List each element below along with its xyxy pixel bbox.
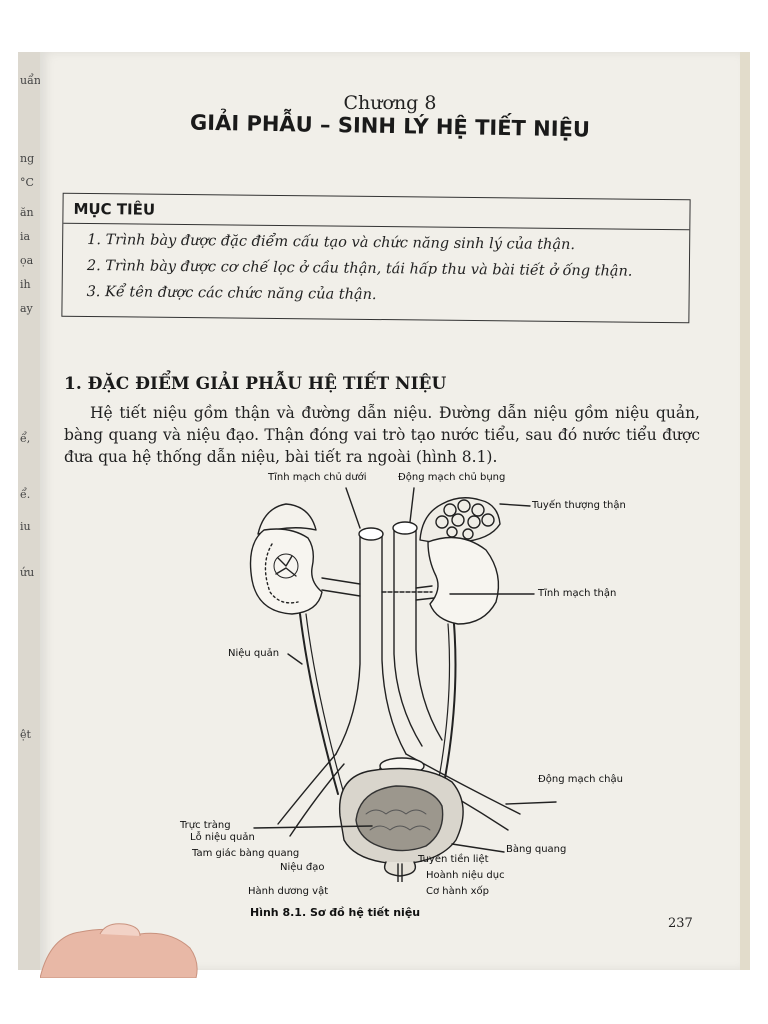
label-prostate: Tuyến tiền liệt — [418, 854, 489, 865]
thumb-icon — [40, 923, 198, 978]
left-page-fragment: ăn — [20, 206, 34, 219]
book-page: Chương 8 GIẢI PHẪU – SINH LÝ HỆ TIẾT NIỆ… — [40, 52, 740, 970]
objective-item: 1. Trình bày được đặc điểm cấu tạo và ch… — [87, 231, 576, 254]
label-penile-bulb: Hành dương vật — [248, 886, 329, 897]
label-renal-vein: Tĩnh mạch thận — [538, 588, 617, 599]
left-page-fragment: ọa — [20, 254, 34, 267]
urinary-system-figure: Tĩnh mạch chủ dưới Động mạch chủ bụng Tu… — [160, 464, 630, 883]
chapter-number: Chương 8 — [343, 92, 437, 114]
objectives-box: MỤC TIÊU 1. Trình bày được đặc điểm cấu … — [61, 192, 691, 324]
label-ureter: Niệu quản — [228, 648, 280, 659]
left-page-fragment: ih — [20, 278, 31, 291]
label-iliac-artery: Động mạch chậu — [538, 774, 623, 785]
label-ureter-orifice: Lỗ niệu quản — [190, 832, 255, 843]
left-page-fragment: ể, — [20, 432, 31, 445]
left-page-fragment: ệt — [20, 728, 31, 741]
label-vena-cava: Tĩnh mạch chủ dưới — [268, 472, 367, 483]
label-urethra: Niệu đạo — [280, 862, 325, 873]
label-bulbospongiosus: Cơ hành xốp — [426, 886, 489, 897]
left-page-fragment: ứu — [20, 566, 35, 579]
objective-item: 2. Trình bày được cơ chế lọc ở cầu thận,… — [86, 257, 633, 280]
label-bladder: Bàng quang — [506, 844, 567, 855]
label-adrenal: Tuyến thượng thận — [532, 500, 626, 511]
objective-item: 3. Kể tên được các chức năng của thận. — [86, 283, 377, 304]
book-edge — [740, 52, 750, 970]
page-photo: uẩn ng °C ăn ia ọa ih ay ể, ể. iu ứu ệt … — [18, 52, 750, 970]
label-aorta: Động mạch chủ bụng — [398, 472, 506, 483]
label-perineal-diaphragm: Hoành niệu dục — [426, 870, 505, 881]
left-page-fragment: ay — [20, 302, 33, 315]
urinary-system-diagram — [249, 487, 557, 883]
intro-paragraph: Hệ tiết niệu gồm thận và đường dẫn niệu.… — [64, 404, 700, 466]
left-page-fragment: ể. — [20, 488, 31, 501]
page-number: 237 — [668, 916, 693, 931]
objectives-heading: MỤC TIÊU — [63, 193, 690, 231]
left-page-fragment: °C — [20, 176, 34, 189]
left-page-fragment: ia — [20, 230, 31, 243]
label-rectum: Trực tràng — [180, 820, 231, 831]
previous-page-edge: uẩn ng °C ăn ia ọa ih ay ể, ể. iu ứu ệt — [18, 52, 41, 970]
left-page-fragment: iu — [20, 520, 31, 533]
label-trigone: Tam giác bàng quang — [192, 848, 300, 859]
figure-caption: Hình 8.1. Sơ đồ hệ tiết niệu — [250, 906, 421, 919]
left-page-fragment: uẩn — [20, 74, 41, 87]
section-heading: 1. ĐẶC ĐIỂM GIẢI PHẪU HỆ TIẾT NIỆU — [64, 374, 447, 394]
left-page-fragment: ng — [20, 152, 35, 165]
